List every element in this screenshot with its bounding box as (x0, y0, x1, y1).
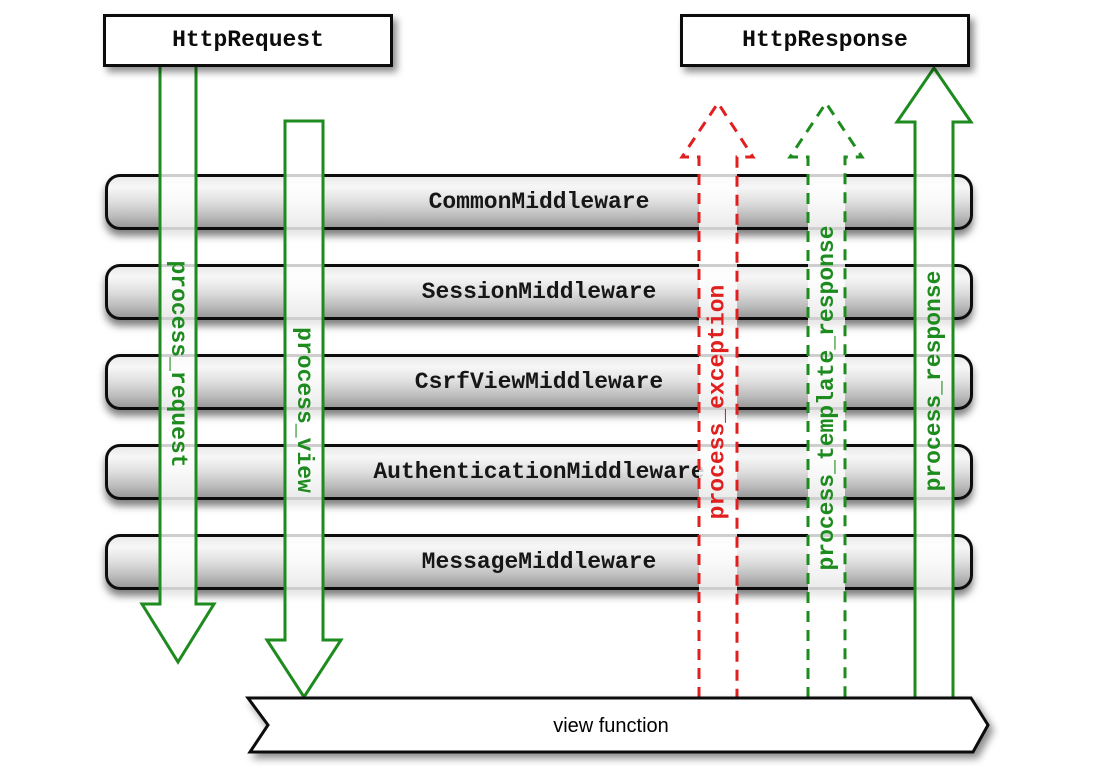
middleware-bar-csrfview: CsrfViewMiddleware (105, 354, 973, 410)
http-request-box: HttpRequest (103, 14, 393, 67)
http-response-box: HttpResponse (680, 14, 970, 67)
view-function-label: view function (553, 715, 669, 737)
middleware-bar-message: MessageMiddleware (105, 534, 973, 590)
middleware-bar-common: CommonMiddleware (105, 174, 973, 230)
middleware-bar-authentication: AuthenticationMiddleware (105, 444, 973, 500)
middleware-bar-session: SessionMiddleware (105, 264, 973, 320)
